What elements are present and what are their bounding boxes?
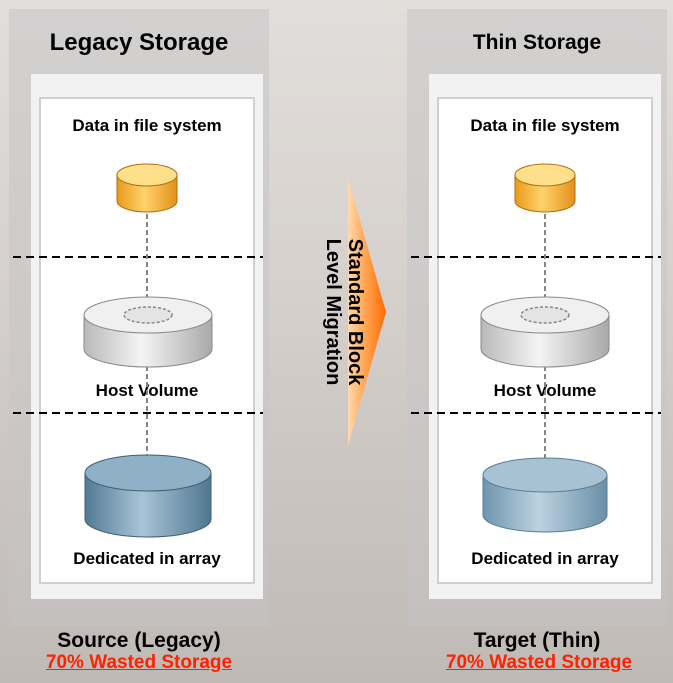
host-volume-disk-icon — [480, 296, 610, 368]
dedicated-in-array-label: Dedicated in array — [73, 549, 221, 568]
array-cylinder-icon — [482, 457, 608, 533]
migration-label: Standard Block Level Migration — [322, 238, 366, 386]
migration-arrow-icon — [348, 178, 386, 446]
panel-title: Legacy Storage — [49, 29, 229, 56]
thin-storage-panel: Thin Storage Data in file system Host Vo… — [407, 9, 667, 626]
data-cylinder-icon — [514, 163, 576, 213]
source-wasted-storage-link[interactable]: 70% Wasted Storage — [45, 652, 233, 673]
panel-title: Thin Storage — [472, 31, 602, 54]
target-wasted-storage-link[interactable]: 70% Wasted Storage — [445, 652, 633, 673]
host-volume-disk-icon — [83, 296, 213, 368]
legacy-storage-diagram — [13, 163, 263, 538]
data-in-file-system-label: Data in file system — [470, 116, 620, 135]
legacy-storage-panel: Legacy Storage Data in file system Host … — [9, 9, 269, 626]
dedicated-in-array-label: Dedicated in array — [471, 549, 619, 568]
thin-storage-diagram — [411, 163, 661, 533]
source-caption: Source (Legacy) — [57, 629, 221, 652]
array-cylinder-icon — [84, 454, 212, 538]
data-cylinder-icon — [116, 163, 178, 213]
data-in-file-system-label: Data in file system — [72, 116, 222, 135]
target-caption: Target (Thin) — [473, 629, 601, 652]
